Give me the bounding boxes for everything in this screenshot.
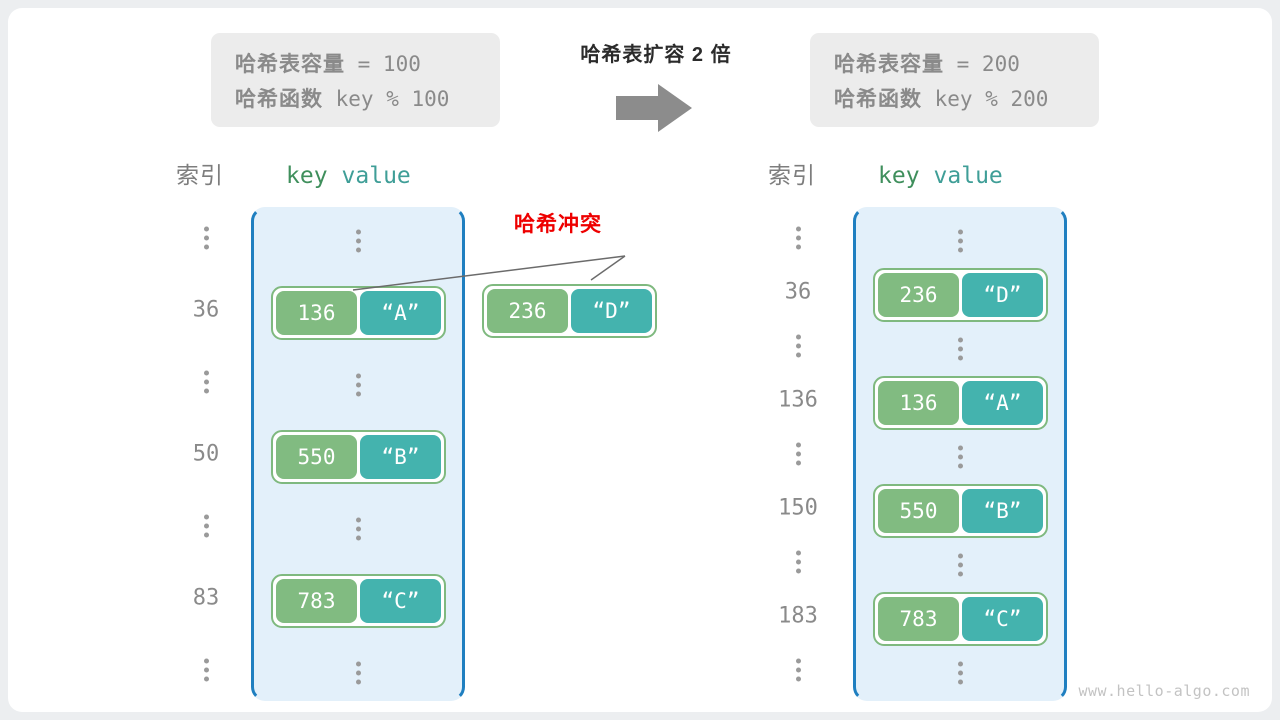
right-entry-value: “B” (962, 489, 1043, 533)
left-entry-value: “C” (360, 579, 441, 623)
left-entry-key: 550 (276, 435, 357, 479)
right-entry-key: 783 (878, 597, 959, 641)
right-entry-key: 550 (878, 489, 959, 533)
left-hashfn-label: 哈希函数 (235, 88, 323, 111)
right-capacity-value: = 200 (944, 52, 1020, 76)
right-hashtable-info-box: 哈希表容量 = 200 哈希函数 key % 200 (810, 33, 1099, 127)
right-value-header: value (933, 163, 1003, 189)
left-capacity-value: = 100 (345, 52, 421, 76)
left-entry-key: 783 (276, 579, 357, 623)
left-value-header: value (341, 163, 411, 189)
transition-title: 哈希表扩容 2 倍 (580, 44, 732, 66)
left-column-header: 索引 key value (176, 156, 411, 190)
right-entry-value: “A” (962, 381, 1043, 425)
right-index-label: 136 (778, 387, 818, 413)
left-bucket-ellipsis (318, 514, 398, 545)
right-capacity-label: 哈希表容量 (834, 53, 944, 76)
right-index-label: 183 (778, 603, 818, 629)
right-hashfn-label: 哈希函数 (834, 88, 922, 111)
right-bucket-ellipsis (920, 658, 1000, 689)
right-index-label: 36 (784, 279, 812, 305)
left-entry-key: 136 (276, 291, 357, 335)
right-ellipsis (758, 655, 838, 686)
left-ellipsis (166, 511, 246, 542)
right-capacity-line: 哈希表容量 = 200 (834, 47, 1075, 82)
left-ellipsis (166, 367, 246, 398)
right-hashfn-value: key % 200 (922, 87, 1049, 111)
left-hashfn-line: 哈希函数 key % 100 (235, 82, 476, 117)
right-entry-pill: 136“A” (873, 376, 1048, 430)
right-index-header: 索引 (768, 162, 816, 188)
right-entry-pill: 236“D” (873, 268, 1048, 322)
right-hashfn-line: 哈希函数 key % 200 (834, 82, 1075, 117)
left-entry-pill: 783“C” (271, 574, 446, 628)
left-ellipsis (166, 223, 246, 254)
right-index-label: 150 (778, 495, 818, 521)
right-entry-pill: 550“B” (873, 484, 1048, 538)
collision-label: 哈希冲突 (514, 213, 602, 236)
right-arrow-icon (616, 84, 692, 132)
right-entry-pill: 783“C” (873, 592, 1048, 646)
left-entry-pill: 550“B” (271, 430, 446, 484)
diagram-canvas: 哈希表容量 = 100 哈希函数 key % 100 哈希表扩容 2 倍 哈希表… (8, 8, 1272, 712)
left-index-header: 索引 (176, 162, 224, 188)
left-index-label: 36 (192, 297, 220, 323)
right-ellipsis (758, 331, 838, 362)
right-bucket-ellipsis (920, 442, 1000, 473)
right-entry-key: 136 (878, 381, 959, 425)
right-bucket-ellipsis (920, 334, 1000, 365)
right-bucket-ellipsis (920, 226, 1000, 257)
left-bucket-ellipsis (318, 658, 398, 689)
right-ellipsis (758, 547, 838, 578)
detached-entry-pill: 236 “D” (482, 284, 657, 338)
left-entry-value: “A” (360, 291, 441, 335)
detached-entry-key: 236 (487, 289, 568, 333)
left-entry-value: “B” (360, 435, 441, 479)
right-entry-key: 236 (878, 273, 959, 317)
left-index-label: 83 (192, 585, 220, 611)
left-capacity-line: 哈希表容量 = 100 (235, 47, 476, 82)
left-bucket-ellipsis (318, 370, 398, 401)
left-ellipsis (166, 655, 246, 686)
site-watermark: www.hello-algo.com (1078, 682, 1250, 700)
detached-entry-value: “D” (571, 289, 652, 333)
right-ellipsis (758, 223, 838, 254)
left-capacity-label: 哈希表容量 (235, 53, 345, 76)
left-hashfn-value: key % 100 (323, 87, 450, 111)
right-bucket-ellipsis (920, 550, 1000, 581)
left-key-header: key (286, 163, 328, 189)
left-entry-pill: 136“A” (271, 286, 446, 340)
right-key-header: key (878, 163, 920, 189)
right-ellipsis (758, 439, 838, 470)
left-bucket-array: 136“A” 550“B” 783“C” (251, 207, 465, 701)
right-bucket-array: 236“D” 136“A” 550“B” 783“C” (853, 207, 1067, 701)
right-column-header: 索引 key value (768, 156, 1003, 190)
right-entry-value: “D” (962, 273, 1043, 317)
right-entry-value: “C” (962, 597, 1043, 641)
left-bucket-ellipsis (318, 226, 398, 257)
left-hashtable-info-box: 哈希表容量 = 100 哈希函数 key % 100 (211, 33, 500, 127)
left-index-label: 50 (192, 441, 220, 467)
